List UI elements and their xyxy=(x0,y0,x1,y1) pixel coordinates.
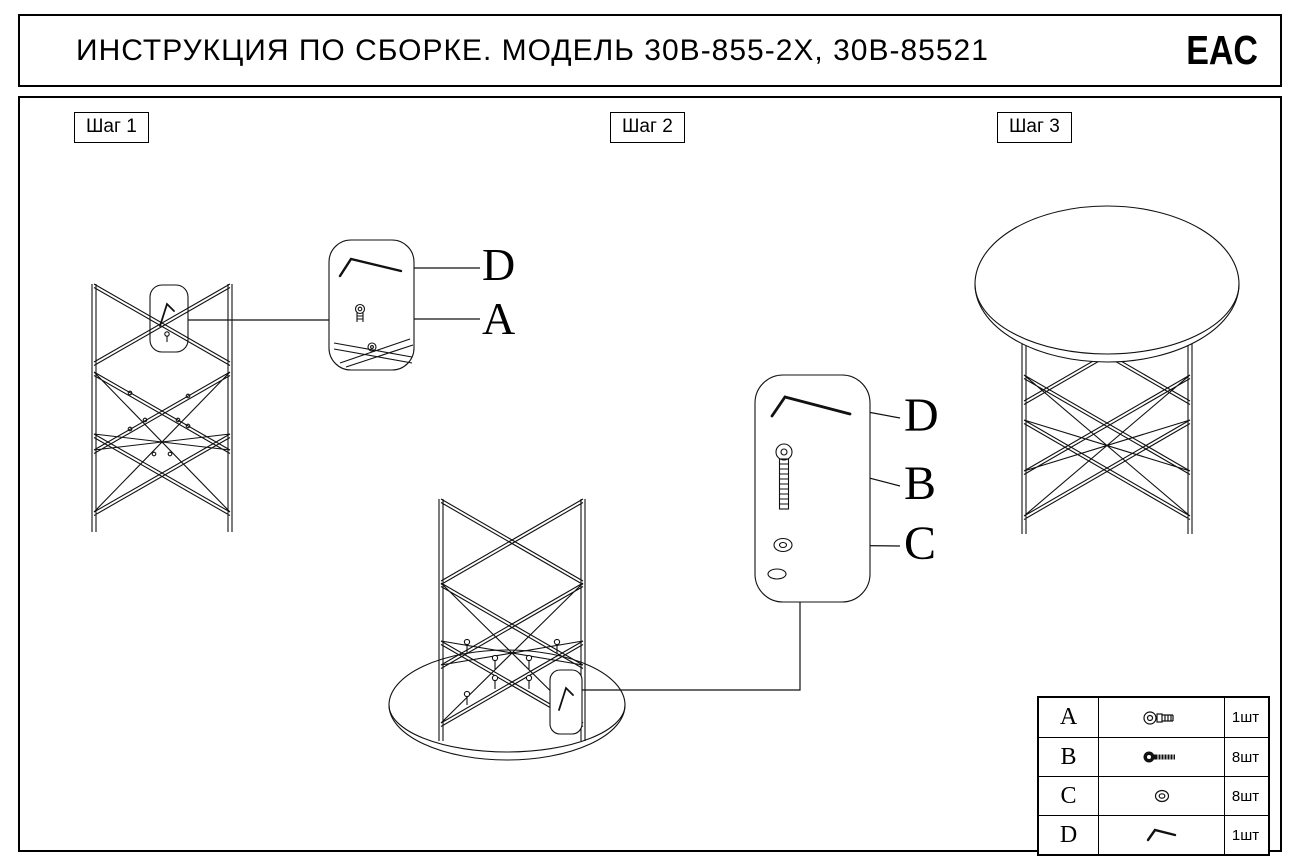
hardware-label-d-step1: D xyxy=(482,239,516,290)
washer-icon xyxy=(1154,789,1169,803)
part-qty: 1шт xyxy=(1231,826,1260,844)
part-letter: B xyxy=(1039,738,1099,776)
hardware-label-a-step1: A xyxy=(482,293,516,344)
step-3-label: Шаг 3 xyxy=(997,112,1072,143)
header: ИНСТРУКЦИЯ ПО СБОРКЕ. МОДЕЛЬ 30В-855-2Х,… xyxy=(18,14,1282,87)
step3-tabletop-rim xyxy=(974,283,1240,355)
step1-detail-hex-key-icon xyxy=(159,302,175,327)
part-icon-cell xyxy=(1099,738,1225,776)
content-area: Шаг 1 Шаг 2 Шаг 3 D A D B C xyxy=(18,96,1282,856)
hardware-label-d-step2: D xyxy=(904,389,939,442)
step1-frame xyxy=(91,283,233,532)
hex-key-icon xyxy=(338,257,403,278)
part-qty: 8шт xyxy=(1231,787,1260,805)
parts-table-row: D 1шт xyxy=(1039,815,1268,854)
step-2-label: Шаг 2 xyxy=(610,112,685,143)
joint-zoom-lines xyxy=(333,338,414,368)
bolt-head-icon xyxy=(775,443,793,461)
screw-icon xyxy=(354,303,366,315)
hex-key-icon xyxy=(770,395,852,418)
step2-frame xyxy=(438,498,586,741)
page-title: ИНСТРУКЦИЯ ПО СБОРКЕ. МОДЕЛЬ 30В-855-2Х,… xyxy=(76,33,989,67)
step3-tabletop xyxy=(974,205,1240,363)
step2-detail-hex-key-icon xyxy=(558,686,574,711)
parts-table-row: B 8шт xyxy=(1039,737,1268,776)
callout-step2 xyxy=(754,374,871,603)
assembly-drawing xyxy=(91,205,1240,761)
part-qty: 8шт xyxy=(1231,748,1260,766)
step1-screw-holes xyxy=(127,390,191,457)
callout-step1 xyxy=(328,239,415,371)
step2-tabletop xyxy=(388,649,626,761)
step1-detail-screw-icon xyxy=(164,331,170,337)
part-letter: D xyxy=(1039,816,1099,854)
part-icon-cell xyxy=(1099,698,1225,737)
part-qty: 1шт xyxy=(1231,709,1260,726)
parts-table: A 1шт B xyxy=(1037,696,1270,856)
eac-logo: EAC xyxy=(1186,27,1258,74)
flange-screw-icon xyxy=(1142,710,1174,725)
washer-icon xyxy=(773,537,793,553)
mounting-hole-icon xyxy=(767,568,787,580)
step2-tabletop-rim xyxy=(388,704,626,753)
part-letter: C xyxy=(1039,777,1099,815)
hardware-label-b-step2: B xyxy=(904,457,937,510)
part-icon-cell xyxy=(1099,777,1225,815)
step2-joint-detail-box xyxy=(549,669,583,735)
step1-joint-detail-box xyxy=(149,284,189,353)
hex-key-icon xyxy=(1146,828,1176,842)
part-letter: A xyxy=(1039,698,1099,737)
part-icon-cell xyxy=(1099,816,1225,854)
hardware-label-c-step2: C xyxy=(904,517,937,570)
bolt-icon xyxy=(1143,751,1175,763)
parts-table-row: A 1шт xyxy=(1039,698,1268,737)
step-1-label: Шаг 1 xyxy=(74,112,149,143)
parts-table-row: C 8шт xyxy=(1039,776,1268,815)
